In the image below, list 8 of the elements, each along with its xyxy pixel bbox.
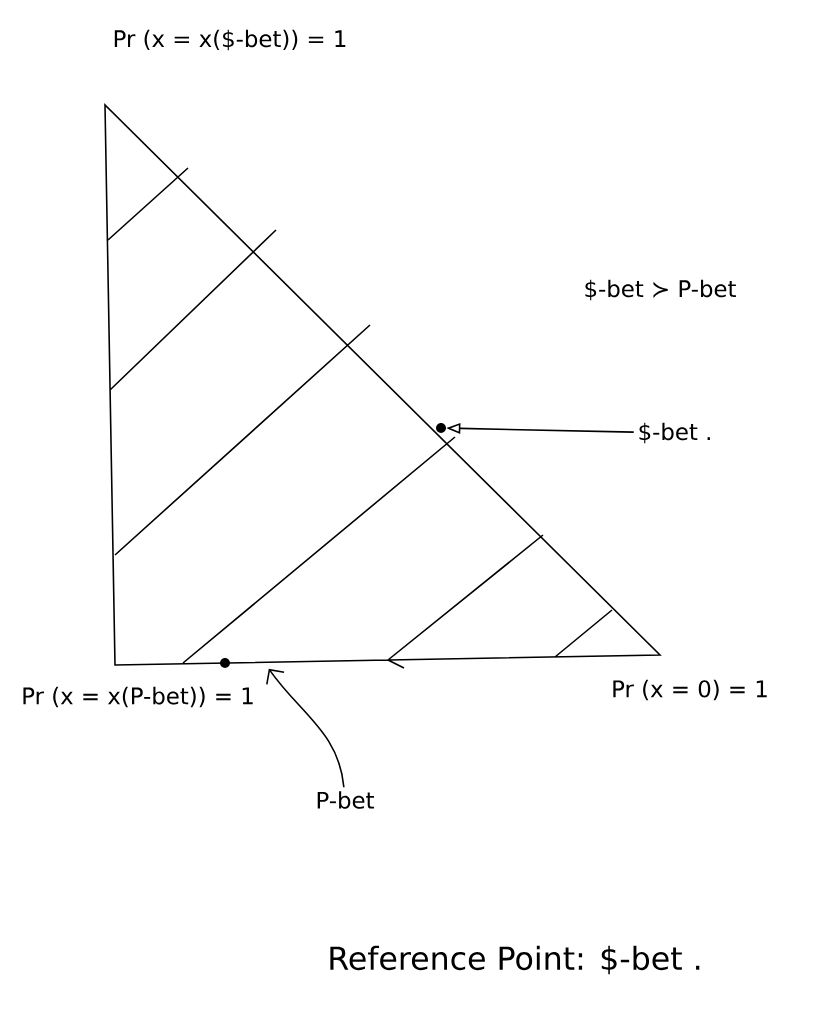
arrow (266, 668, 345, 789)
text-label: $-bet . (639, 422, 710, 444)
text-label: Pr (x = x($-bet)) = 1 (114, 29, 346, 51)
text-label: Pr (x = x(P-bet)) = 1 (23, 686, 253, 708)
caption: Reference Point: $-bet . (330, 945, 700, 975)
text-label: Pr (x = 0) = 1 (613, 679, 767, 701)
text-label: P-bet (317, 791, 374, 809)
text-label: $-bet ≻ P-bet (585, 279, 736, 301)
